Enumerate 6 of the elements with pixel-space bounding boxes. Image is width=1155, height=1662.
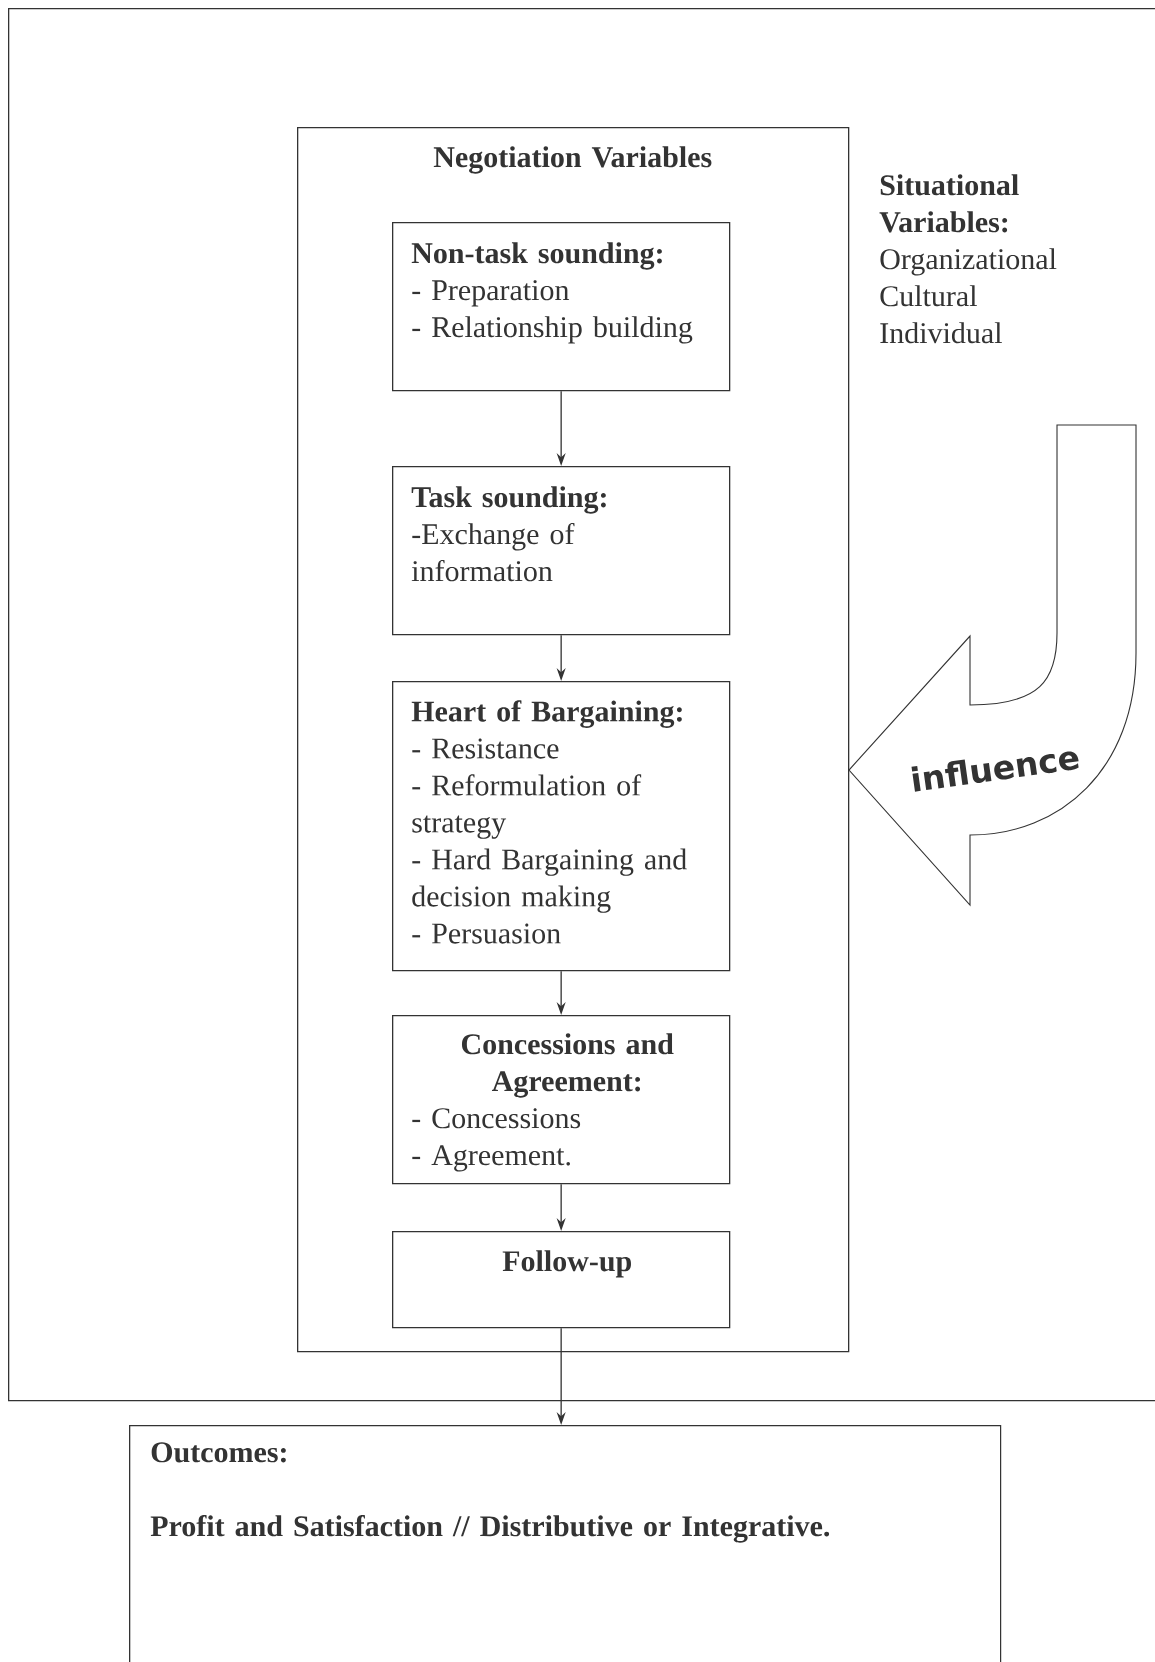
process-box: Non-task sounding: - Preparation - Relationship building [392, 222, 731, 392]
outcome-box: Outcomes: Profit and Satisfaction // Distributive or Integrative. [129, 1425, 1002, 1662]
process-box: Heart of Bargaining: - Resistance - Reformulation of strategy - Hard Bargaining and decision making - Persuasion [392, 681, 731, 972]
process-box: Concessions and Agreement: - Concessions - Agreement. [392, 1015, 731, 1185]
process-box: Task sounding: -Exchange of information [392, 466, 731, 636]
process-box: Follow-up [392, 1231, 731, 1329]
